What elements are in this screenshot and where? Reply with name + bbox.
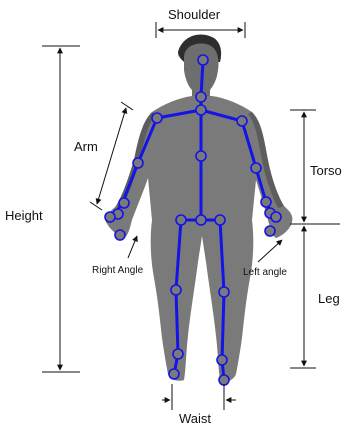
joint-head [198,55,208,65]
joint-right-elbow [251,163,261,173]
bone-left-shin [176,290,178,354]
joint-left-elbow [133,158,143,168]
arm-tick-top [121,102,133,110]
joint-neck [196,92,206,102]
joint-left-foot [169,369,179,379]
joint-right-thumb [265,226,275,236]
bone-right-shin [222,292,224,360]
right-angle-label: Right Angle [92,266,143,276]
joint-left-thumb [115,230,125,240]
joint-left-handtip [105,212,115,222]
joint-right-foot [219,375,229,385]
joint-left-hip [176,215,186,225]
joint-left-shoulder [152,113,162,123]
joint-right-handtip [271,212,281,222]
left-angle-pointer [258,240,282,262]
waist-label: Waist [179,412,211,425]
arm-arrow [97,108,126,204]
torso-label: Torso [310,164,342,177]
joint-right-shoulder [237,116,247,126]
height-label: Height [5,209,43,222]
joint-right-hip [215,215,225,225]
joint-right-knee [219,287,229,297]
arm-label: Arm [74,140,98,153]
shoulder-label: Shoulder [168,8,220,21]
joint-left-ankle [173,349,183,359]
left-angle-label: Left angle [243,268,287,278]
joint-spine-mid [196,151,206,161]
human-silhouette [106,34,293,381]
arm-tick-bottom [90,202,102,210]
right-angle-pointer [128,236,137,258]
body-region [106,96,293,382]
leg-label: Leg [318,292,340,305]
joint-spine-base [196,215,206,225]
joint-right-wrist [261,197,271,207]
joint-spine-shoulder [196,105,206,115]
joint-left-knee [171,285,181,295]
joint-left-wrist [119,198,129,208]
joint-right-ankle [217,355,227,365]
